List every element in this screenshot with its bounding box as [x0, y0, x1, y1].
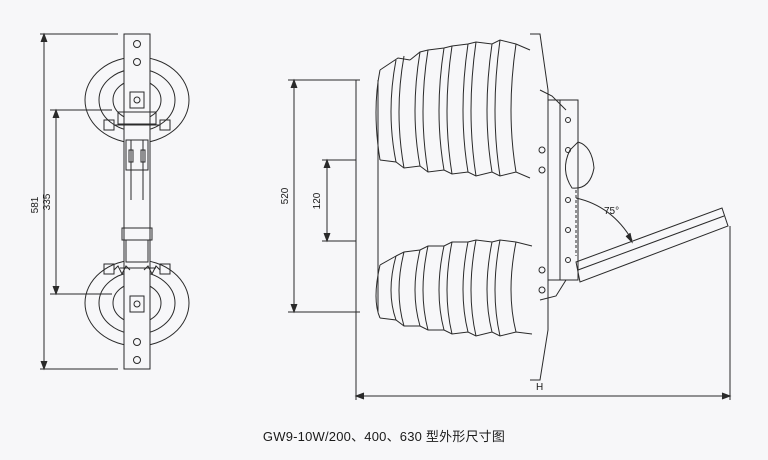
dim-520-label: 520: [280, 187, 291, 204]
open-blade: [575, 207, 729, 283]
top-view: 581 335: [30, 32, 190, 371]
blade-mechanism: [103, 111, 171, 276]
angle-arc: [575, 190, 633, 256]
lower-insulator-stack: [375, 239, 533, 337]
dim-H: [354, 226, 732, 400]
dim-120-label: 120: [312, 192, 323, 209]
dim-581-label: 581: [30, 196, 41, 213]
dim-H-label: H: [536, 382, 543, 393]
upper-insulator-stack: [375, 39, 531, 179]
mounting-bar: [123, 33, 151, 370]
dim-520: [288, 78, 360, 314]
base-channel: [355, 80, 379, 312]
drawing-caption: GW9-10W/200、400、630 型外形尺寸图: [262, 429, 506, 444]
contact-arm: [530, 33, 595, 381]
dim-335: [50, 108, 112, 296]
dim-581: [40, 32, 118, 371]
dim-335-label: 335: [42, 193, 53, 210]
angle-label: 75°: [604, 206, 619, 217]
dim-120: [322, 158, 356, 243]
side-view: 520 120: [280, 33, 732, 400]
